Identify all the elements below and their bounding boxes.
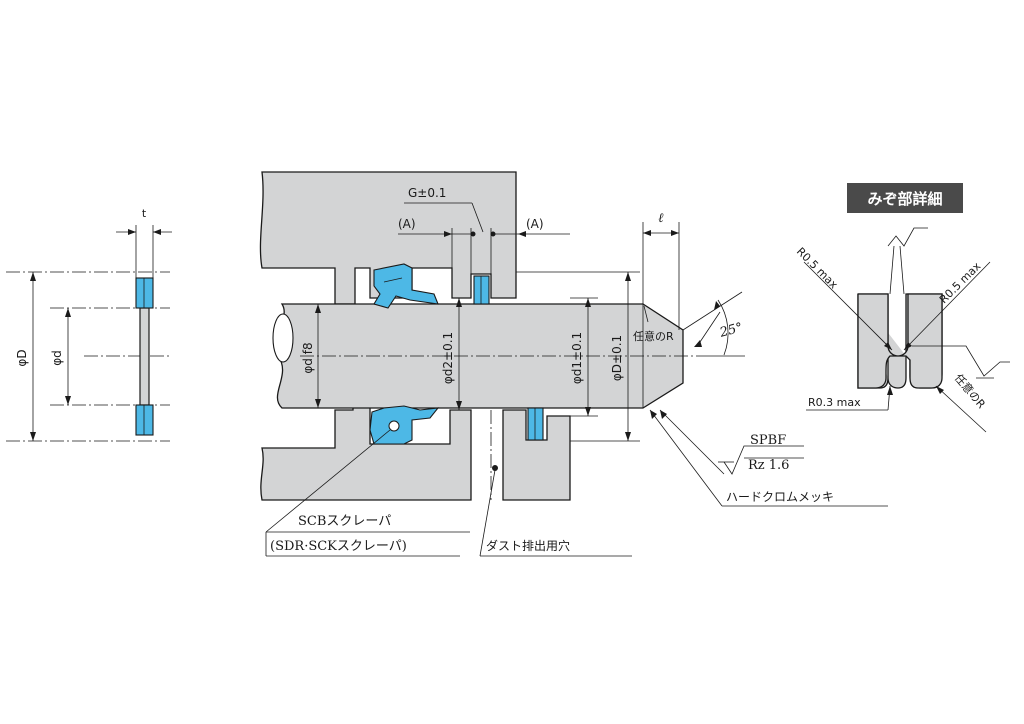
upper-ring-seal	[473, 275, 490, 305]
angle-label: 25°	[717, 320, 744, 341]
detail-title-badge	[847, 183, 963, 213]
d2-diameter-label: φd2±0.1	[441, 332, 455, 384]
r05-left-label: R0.5 max	[794, 245, 841, 292]
scraper-alt-label: (SDR·SCKスクレーパ)	[270, 539, 407, 554]
lower-ring-seal	[527, 407, 544, 441]
groove-detail: みぞ部詳細 R0.5 max R0.5 max R0.3 max 任意のR	[794, 183, 1010, 433]
g-tolerance-label: G±0.1	[408, 186, 446, 200]
t-label: t	[142, 207, 147, 220]
hard-chrome-label: ハードクロムメッキ	[726, 490, 834, 504]
dust-hole-label: ダスト排出用穴	[486, 538, 570, 553]
detail-finish-right-icon	[912, 345, 1010, 377]
ring-web	[139, 307, 150, 406]
any-r-label: 任意のR	[633, 329, 674, 343]
phi-d-inner-label: φd	[50, 350, 64, 366]
d1-diameter-label: φd1±0.1	[570, 332, 584, 384]
r03-label: R0.3 max	[808, 396, 861, 409]
scraper-spring-icon	[388, 420, 400, 432]
ring-seal-bottom	[135, 404, 154, 436]
installation-section: G±0.1 (A) (A) ℓ 25° 任意のR φd f8 φd2±0.1	[259, 171, 888, 557]
r05-right-label: R0.5 max	[937, 259, 984, 306]
a-left-label: (A)	[398, 217, 416, 231]
spbf-label: SPBF	[750, 433, 786, 448]
scraper-label: SCBスクレーパ	[298, 514, 391, 529]
ring-seal-top	[135, 277, 154, 309]
surface-finish-icon	[723, 445, 804, 475]
lower-scraper	[369, 405, 440, 445]
phi-d-outer-label: φD	[15, 349, 29, 366]
big-d-diameter-label: φD±0.1	[610, 335, 624, 381]
rod-break-ellipse	[272, 313, 294, 363]
l-length-label: ℓ	[658, 211, 664, 226]
rz-label: Rz 1.6	[748, 458, 789, 473]
lower-housing-left	[260, 403, 472, 501]
detail-finish-top-icon	[887, 227, 928, 247]
upper-scraper	[373, 263, 439, 309]
lower-housing-right	[502, 409, 571, 501]
a-right-label: (A)	[526, 217, 544, 231]
detail-title: みぞ部詳細	[867, 190, 942, 208]
rod-diameter-label: φd f8	[301, 342, 315, 373]
ring-view: t φD φd	[6, 207, 172, 442]
